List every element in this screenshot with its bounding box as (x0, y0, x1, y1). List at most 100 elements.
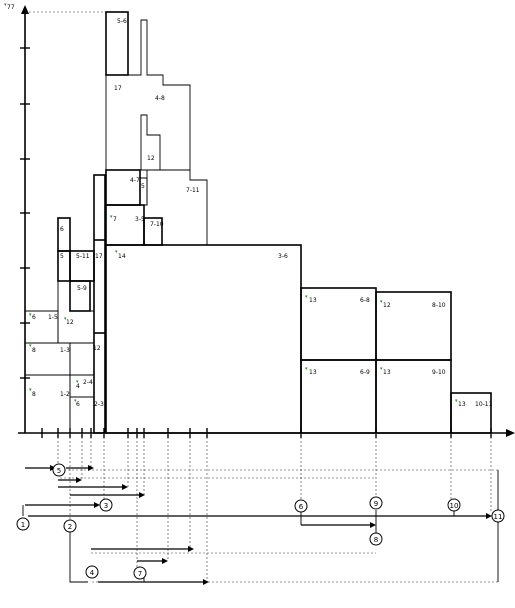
svg-text:▾: ▾ (110, 214, 113, 220)
drop-lines (57, 433, 498, 583)
svg-text:▾: ▾ (4, 2, 7, 8)
svg-text:1-2: 1-2 (60, 391, 70, 398)
box-5-11: 5 5-11 (57, 250, 95, 282)
svg-text:1-3: 1-3 (60, 347, 70, 354)
svg-text:5: 5 (60, 253, 64, 260)
x-axis-arrow (506, 429, 515, 437)
svg-text:▾: ▾ (380, 366, 383, 372)
box-12: 12 (140, 114, 161, 170)
svg-text:▾: ▾ (76, 379, 79, 385)
box-left-6: 6 (57, 217, 71, 252)
box-1-3: 8 1-3 (24, 342, 94, 376)
svg-text:▾: ▾ (29, 343, 32, 349)
svg-text:7-11: 7-11 (186, 187, 200, 194)
svg-text:13: 13 (309, 369, 317, 376)
svg-text:5-9: 5-9 (77, 285, 87, 292)
svg-text:▾: ▾ (29, 387, 32, 393)
svg-text:▾: ▾ (305, 294, 308, 300)
box-6-8: 13 6-8 (300, 287, 377, 361)
svg-text:17: 17 (95, 253, 103, 260)
svg-text:4: 4 (90, 569, 95, 577)
svg-text:8: 8 (374, 536, 378, 544)
node-2: 2 (63, 519, 77, 533)
svg-text:12: 12 (66, 319, 74, 326)
svg-text:1-5: 1-5 (48, 314, 58, 321)
svg-text:13: 13 (383, 369, 391, 376)
box-5-9: 5-9 (69, 280, 91, 312)
network-arrows (22, 465, 499, 585)
svg-text:▾: ▾ (115, 249, 118, 255)
svg-text:17: 17 (114, 85, 122, 92)
node-6: 6 (294, 499, 308, 513)
svg-text:6: 6 (60, 226, 64, 233)
node-4: 4 (85, 565, 99, 579)
node-7: 7 (133, 566, 147, 580)
svg-text:7: 7 (113, 216, 117, 223)
y-axis-arrow (21, 5, 29, 14)
svg-text:▾: ▾ (305, 366, 308, 372)
svg-text:3-5: 3-5 (135, 216, 145, 223)
svg-text:8: 8 (32, 347, 36, 354)
svg-text:3-6: 3-6 (278, 253, 288, 260)
box-8-10: 12 8-10 (375, 291, 452, 361)
svg-text:9-10: 9-10 (432, 369, 446, 376)
node-8: 8 (369, 532, 383, 546)
svg-text:8: 8 (32, 391, 36, 398)
box-10-11: 13 10-11 (450, 392, 493, 434)
svg-text:13: 13 (309, 297, 317, 304)
svg-text:6-9: 6-9 (360, 369, 370, 376)
node-5: 5 (52, 463, 66, 477)
box-5-6: 5-6 (105, 11, 129, 76)
node-3: 3 (99, 498, 113, 512)
svg-text:5-6: 5-6 (117, 18, 127, 25)
svg-text:1: 1 (21, 521, 25, 529)
svg-text:3: 3 (104, 502, 108, 510)
svg-text:10-11: 10-11 (475, 401, 493, 408)
svg-text:4: 4 (76, 383, 80, 390)
node-9: 9 (369, 496, 383, 510)
svg-text:10: 10 (450, 502, 459, 510)
box-3-6: 14 3-6 (105, 244, 302, 434)
svg-text:12: 12 (383, 302, 391, 309)
svg-text:8-10: 8-10 (432, 302, 446, 309)
svg-text:5: 5 (141, 183, 145, 190)
svg-text:2: 2 (68, 523, 72, 531)
node-1: 1 (16, 517, 30, 531)
box-3-5: 7 3-5 (105, 204, 145, 246)
svg-text:14: 14 (118, 253, 126, 260)
marker-ticks: ▾ ▾ ▾ ▾ ▾ ▾ ▾ ▾ ▾ ▾ ▾ ▾ ▾ ▾ (4, 2, 458, 404)
box-4-7: 4-7 5 (105, 169, 148, 206)
svg-text:▾: ▾ (29, 312, 32, 318)
box-7-11: 7-11 (146, 169, 208, 245)
y-ticks (20, 47, 30, 379)
svg-text:13: 13 (458, 401, 466, 408)
svg-text:5: 5 (57, 467, 61, 475)
box-5-11-column: 17 12 (93, 174, 106, 434)
svg-text:2-4: 2-4 (83, 379, 93, 386)
box-9-10: 13 9-10 (375, 359, 452, 434)
svg-text:▾: ▾ (455, 398, 458, 404)
svg-text:7: 7 (138, 570, 142, 578)
svg-text:4-8: 4-8 (155, 95, 165, 102)
svg-text:5-11: 5-11 (76, 253, 90, 260)
svg-text:▾: ▾ (64, 316, 67, 322)
node-10: 10 (447, 498, 461, 512)
svg-text:12: 12 (147, 155, 155, 162)
svg-text:4-7: 4-7 (130, 177, 140, 184)
svg-text:6: 6 (299, 503, 304, 511)
svg-text:9: 9 (374, 500, 378, 508)
box-6-9: 13 6-9 (300, 359, 377, 434)
svg-text:6: 6 (76, 401, 80, 408)
svg-text:▾: ▾ (380, 299, 383, 305)
y-top-label: 77 (7, 4, 15, 11)
box-7-10: 7-10 (143, 217, 164, 246)
svg-text:11: 11 (494, 513, 503, 521)
svg-text:▾: ▾ (74, 398, 77, 404)
svg-text:6: 6 (32, 314, 36, 321)
node-11: 11 (491, 509, 505, 523)
svg-text:7-10: 7-10 (150, 221, 164, 228)
svg-text:2-3: 2-3 (94, 401, 104, 408)
box-17-4-8: 17 4-8 (105, 19, 191, 171)
